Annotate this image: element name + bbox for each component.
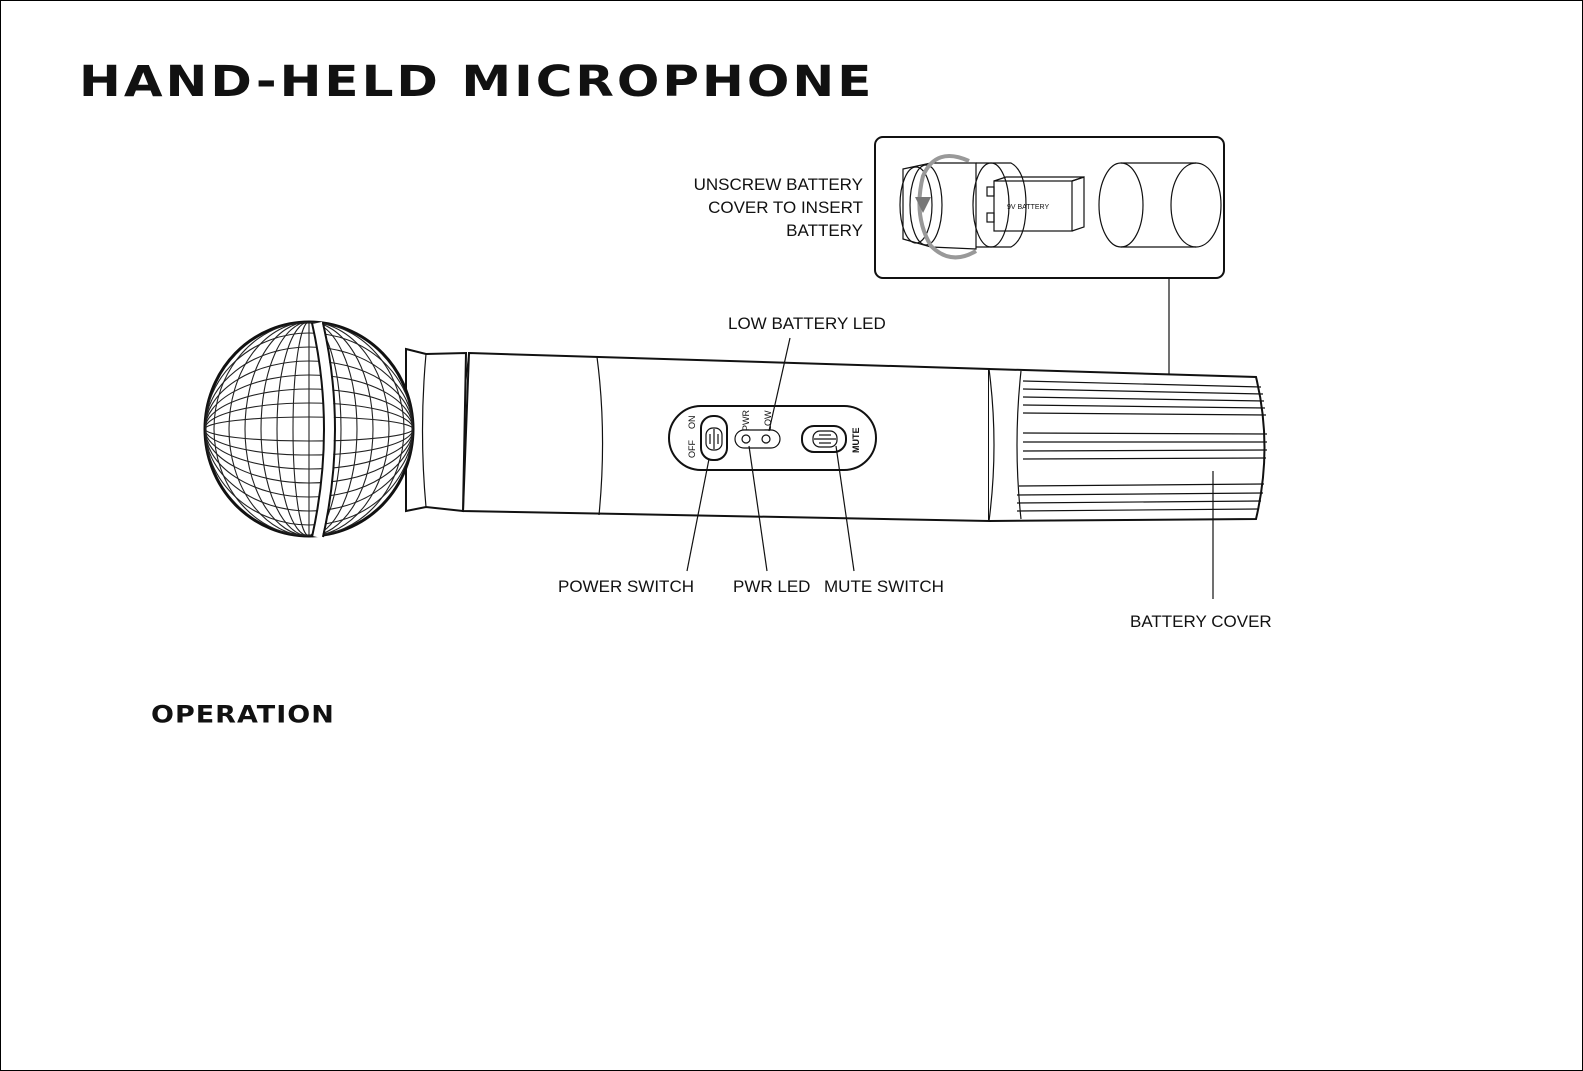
mute-switch-leader [835, 445, 855, 572]
microphone-grille [203, 320, 415, 539]
label-off: OFF [687, 440, 697, 458]
section-heading-operation: OPERATION [151, 701, 335, 729]
callout-low-battery-led: LOW BATTERY LED [728, 314, 886, 333]
low-battery-led [761, 434, 771, 444]
callout-unscrew-line2: COVER TO INSERT [708, 198, 863, 217]
callout-battery-cover: BATTERY COVER [1130, 612, 1272, 631]
nine-volt-battery: 9V BATTERY [986, 176, 1085, 232]
power-switch[interactable] [700, 415, 728, 461]
label-on: ON [687, 416, 697, 430]
label-low: LOW [763, 410, 773, 431]
pwr-led-leader [748, 445, 768, 572]
mute-switch[interactable] [801, 425, 847, 453]
low-battery-led-leader [768, 337, 791, 432]
callout-mute-switch: MUTE SWITCH [824, 577, 944, 596]
label-mute: MUTE [851, 428, 861, 454]
page-title: HAND-HELD MICROPHONE [79, 57, 875, 107]
microphone-body: OFF ON PWR LOW [203, 320, 1268, 539]
callout-unscrew-line1: UNSCREW BATTERY [694, 175, 863, 194]
pwr-led [741, 434, 751, 444]
led-housing [734, 429, 781, 449]
battery-label: 9V BATTERY [1007, 204, 1049, 211]
callout-pwr-led: PWR LED [733, 577, 810, 596]
battery-inset: 9V BATTERY [874, 136, 1225, 279]
battery-cover-ridges [1016, 380, 1268, 512]
control-panel: OFF ON PWR LOW [668, 405, 877, 471]
power-switch-leader [686, 458, 710, 572]
callout-power-switch: POWER SWITCH [558, 577, 694, 596]
label-pwr: PWR [741, 410, 751, 431]
callout-unscrew-line3: BATTERY [786, 221, 863, 240]
